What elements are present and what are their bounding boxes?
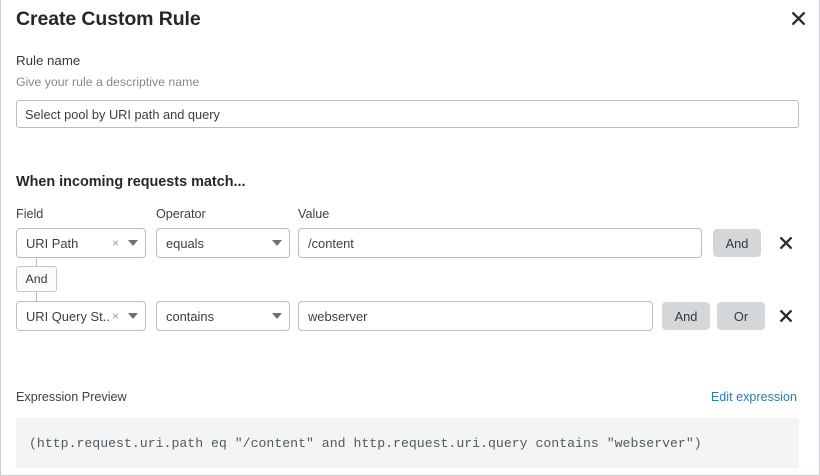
operator-select-2[interactable]: contains xyxy=(156,301,290,331)
add-and-condition-button-1[interactable]: And xyxy=(713,229,761,257)
chevron-down-icon[interactable] xyxy=(267,313,289,319)
rule-name-label: Rule name xyxy=(16,53,81,68)
delete-condition-button-1[interactable] xyxy=(776,233,796,253)
value-input-2[interactable] xyxy=(298,301,653,331)
rule-name-help-text: Give your rule a descriptive name xyxy=(16,75,200,89)
connector-line-bottom xyxy=(36,292,37,302)
column-header-value: Value xyxy=(298,207,330,221)
chevron-down-icon[interactable] xyxy=(267,240,289,246)
field-select-2[interactable]: URI Query St... × xyxy=(16,301,146,331)
operator-select-1-value: equals xyxy=(166,235,204,251)
page-title: Create Custom Rule xyxy=(16,8,201,30)
clear-icon[interactable]: × xyxy=(111,235,119,250)
field-select-1-value: URI Path xyxy=(26,235,79,251)
group-connector-and-button[interactable]: And xyxy=(16,266,57,292)
add-or-condition-button-2[interactable]: Or xyxy=(717,302,765,330)
delete-condition-button-2[interactable] xyxy=(776,306,796,326)
value-input-1[interactable] xyxy=(298,228,702,258)
operator-select-1[interactable]: equals xyxy=(156,228,290,258)
rule-name-input[interactable] xyxy=(16,100,799,128)
column-header-field: Field xyxy=(16,207,44,221)
operator-select-2-value: contains xyxy=(166,308,215,324)
edit-expression-link[interactable]: Edit expression xyxy=(710,390,797,404)
connector-line-top xyxy=(36,258,37,267)
chevron-down-icon[interactable] xyxy=(123,240,145,246)
chevron-down-icon[interactable] xyxy=(123,313,145,319)
field-select-1[interactable]: URI Path × xyxy=(16,228,146,258)
match-section-heading: When incoming requests match... xyxy=(16,174,246,190)
field-select-2-value: URI Query St... xyxy=(26,308,110,324)
expression-preview-box: (http.request.uri.path eq "/content" and… xyxy=(16,418,799,468)
column-header-operator: Operator xyxy=(156,207,206,221)
expression-preview-text: (http.request.uri.path eq "/content" and… xyxy=(29,435,702,451)
expression-preview-label: Expression Preview xyxy=(16,390,127,404)
close-icon[interactable] xyxy=(785,5,811,31)
clear-icon[interactable]: × xyxy=(111,308,119,323)
group-connector-label: And xyxy=(25,272,48,286)
add-and-condition-button-2[interactable]: And xyxy=(662,302,710,330)
